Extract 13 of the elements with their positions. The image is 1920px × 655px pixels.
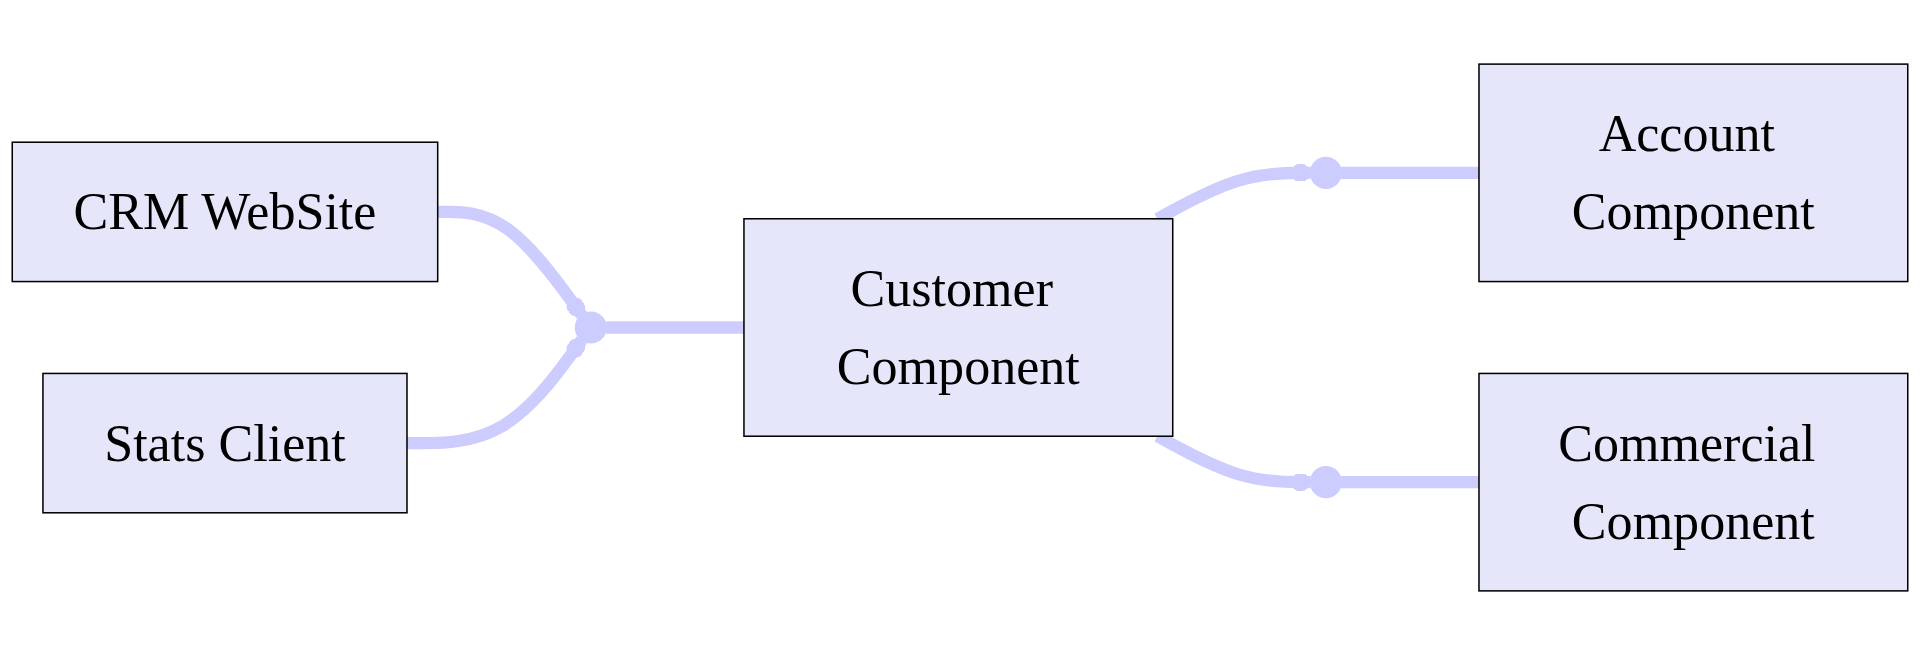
node-circle: [1309, 156, 1342, 189]
node-circle: [1309, 466, 1342, 499]
node-box: Stats Client: [42, 372, 408, 514]
connector: [1341, 166, 1479, 179]
connector: [437, 205, 587, 319]
node-box: Account Component: [1478, 63, 1909, 283]
node-circle: [574, 311, 607, 344]
node-box: Commercial Component: [1478, 372, 1909, 592]
connector: [1341, 476, 1479, 489]
connector: [407, 336, 587, 450]
connector: [606, 321, 744, 334]
node-box: CRM WebSite: [11, 141, 439, 283]
node-box: Customer Component: [743, 218, 1174, 437]
